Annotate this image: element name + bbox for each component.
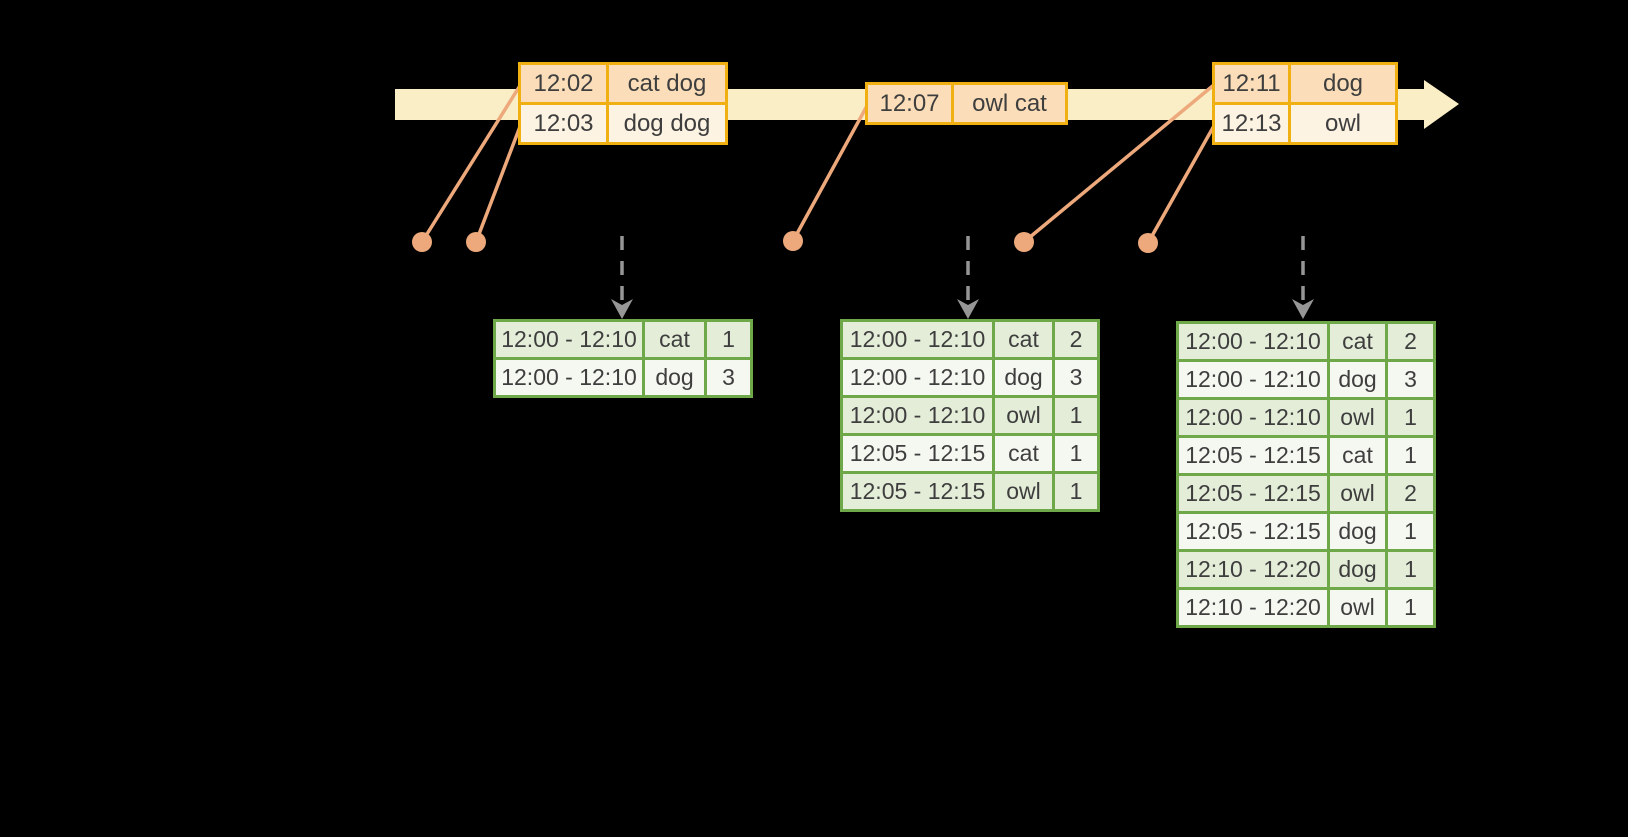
table-row: 12:00 - 12:10 cat 2 [840,319,1100,360]
trigger-arrowhead-icon [957,299,979,319]
result-count-cell: 1 [1385,549,1436,590]
table-row: 12:00 - 12:10 owl 1 [840,395,1100,436]
table-row: 12:05 - 12:15 cat 1 [1176,435,1436,476]
table-row: 12:00 - 12:10 dog 3 [1176,359,1436,400]
result-window-cell: 12:05 - 12:15 [1176,511,1330,552]
event-words-cell: owl [1288,102,1398,145]
event-dot [1138,233,1158,253]
event-time-cell: 12:03 [518,102,609,145]
result-window-cell: 12:05 - 12:15 [840,471,995,512]
event-dot [783,231,803,251]
result-window-cell: 12:10 - 12:20 [1176,587,1330,628]
result-table-2: 12:00 - 12:10 cat 2 12:00 - 12:10 dog 3 … [840,319,1100,512]
result-window-cell: 12:05 - 12:15 [840,433,995,474]
table-row: 12:05 - 12:15 owl 2 [1176,473,1436,514]
event-connector-line [420,83,523,243]
result-window-cell: 12:00 - 12:10 [840,395,995,436]
result-count-cell: 3 [1052,357,1100,398]
result-word-cell: owl [992,471,1055,512]
event-words-cell: cat dog [606,62,728,105]
result-word-cell: cat [992,433,1055,474]
result-count-cell: 2 [1385,473,1436,514]
result-word-cell: dog [1327,359,1388,400]
result-word-cell: dog [642,357,707,398]
table-row: 12:00 - 12:10 dog 3 [840,357,1100,398]
result-word-cell: owl [1327,397,1388,438]
event-time-cell: 12:13 [1212,102,1291,145]
table-row: 12:10 - 12:20 owl 1 [1176,587,1436,628]
result-window-cell: 12:00 - 12:10 [493,357,645,398]
result-count-cell: 3 [704,357,753,398]
result-table-1: 12:00 - 12:10 cat 1 12:00 - 12:10 dog 3 [493,319,753,398]
table-row: 12:13 owl [1212,102,1398,145]
result-count-cell: 1 [1385,435,1436,476]
result-window-cell: 12:00 - 12:10 [1176,321,1330,362]
result-count-cell: 1 [1052,433,1100,474]
result-word-cell: dog [1327,549,1388,590]
result-window-cell: 12:00 - 12:10 [1176,397,1330,438]
table-row: 12:05 - 12:15 dog 1 [1176,511,1436,552]
trigger-arrowhead-icon [1292,299,1314,319]
event-time-cell: 12:02 [518,62,609,105]
result-count-cell: 1 [1052,395,1100,436]
event-connector-line [474,123,523,243]
result-window-cell: 12:00 - 12:10 [1176,359,1330,400]
event-words-cell: dog dog [606,102,728,145]
event-table-3: 12:11 dog 12:13 owl [1212,62,1398,145]
table-row: 12:02 cat dog [518,62,728,105]
event-words-cell: owl cat [951,82,1068,125]
event-connector-line [1022,82,1217,244]
result-window-cell: 12:00 - 12:10 [840,319,995,360]
table-row: 12:00 - 12:10 cat 1 [493,319,753,360]
table-row: 12:05 - 12:15 cat 1 [840,433,1100,474]
result-word-cell: dog [1327,511,1388,552]
table-row: 12:03 dog dog [518,102,728,145]
table-row: 12:11 dog [1212,62,1398,105]
result-table-3: 12:00 - 12:10 cat 2 12:00 - 12:10 dog 3 … [1176,321,1436,628]
result-count-cell: 1 [1052,471,1100,512]
result-window-cell: 12:10 - 12:20 [1176,549,1330,590]
event-time-cell: 12:11 [1212,62,1291,105]
result-count-cell: 2 [1385,321,1436,362]
table-row: 12:10 - 12:20 dog 1 [1176,549,1436,590]
event-time-cell: 12:07 [865,82,954,125]
event-connector-line [1146,123,1217,244]
event-table-2: 12:07 owl cat [865,82,1068,125]
result-word-cell: cat [1327,321,1388,362]
result-word-cell: owl [1327,473,1388,514]
timeline-arrowhead-icon [1424,80,1459,129]
table-row: 12:00 - 12:10 dog 3 [493,357,753,398]
event-table-1: 12:02 cat dog 12:03 dog dog [518,62,728,145]
result-count-cell: 1 [1385,587,1436,628]
result-word-cell: cat [992,319,1055,360]
event-dot [412,232,432,252]
result-count-cell: 1 [704,319,753,360]
table-row: 12:00 - 12:10 owl 1 [1176,397,1436,438]
event-dot [1014,232,1034,252]
table-row: 12:05 - 12:15 owl 1 [840,471,1100,512]
event-dot [466,232,486,252]
result-count-cell: 3 [1385,359,1436,400]
result-word-cell: cat [1327,435,1388,476]
result-window-cell: 12:05 - 12:15 [1176,435,1330,476]
table-row: 12:00 - 12:10 cat 2 [1176,321,1436,362]
result-count-cell: 1 [1385,397,1436,438]
result-word-cell: owl [1327,587,1388,628]
result-word-cell: cat [642,319,707,360]
event-words-cell: dog [1288,62,1398,105]
trigger-arrowhead-icon [611,299,633,319]
result-window-cell: 12:00 - 12:10 [840,357,995,398]
result-count-cell: 1 [1385,511,1436,552]
result-window-cell: 12:00 - 12:10 [493,319,645,360]
table-row: 12:07 owl cat [865,82,1068,125]
result-word-cell: owl [992,395,1055,436]
result-count-cell: 2 [1052,319,1100,360]
result-word-cell: dog [992,357,1055,398]
event-connector-line [791,103,870,242]
result-window-cell: 12:05 - 12:15 [1176,473,1330,514]
